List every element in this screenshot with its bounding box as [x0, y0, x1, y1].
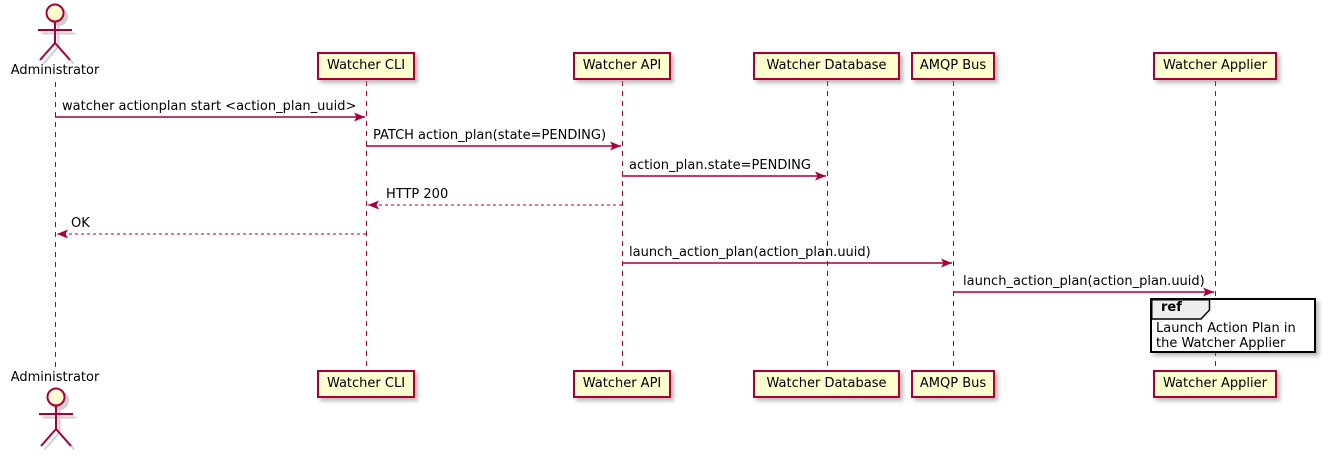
ref-fragment: ref Launch Action Plan in the Watcher Ap… [1150, 298, 1316, 353]
participant-top-watcher-api: Watcher API [573, 52, 671, 80]
participant-top-watcher-applier: Watcher Applier [1153, 52, 1277, 80]
actor-figure-bottom [39, 387, 73, 447]
participant-bottom-watcher-applier: Watcher Applier [1153, 370, 1277, 398]
actor-label-bottom: Administrator [10, 370, 100, 385]
ref-tab-shape [1151, 299, 1211, 320]
message-label-state-pending: action_plan.state=PENDING [629, 158, 811, 173]
message-arrows [55, 112, 1214, 297]
lifelines [55, 81, 1216, 370]
message-label-launch-action-plan-applier: launch_action_plan(action_plan.uuid) [963, 274, 1205, 289]
participant-bottom-watcher-api: Watcher API [573, 370, 671, 398]
ref-text: Launch Action Plan in the Watcher Applie… [1156, 321, 1296, 351]
ref-keyword: ref [1161, 300, 1182, 315]
message-label-ok: OK [71, 216, 90, 231]
participant-top-watcher-database: Watcher Database [753, 52, 900, 80]
participant-bottom-amqp-bus: AMQP Bus [911, 370, 995, 398]
participant-bottom-watcher-cli: Watcher CLI [317, 370, 415, 398]
message-label-http-200: HTTP 200 [386, 187, 449, 202]
message-label-launch-action-plan-amqp: launch_action_plan(action_plan.uuid) [629, 245, 871, 260]
participant-top-watcher-cli: Watcher CLI [317, 52, 415, 80]
message-label-patch-action-plan: PATCH action_plan(state=PENDING) [373, 128, 607, 143]
actor-label-top: Administrator [10, 63, 100, 78]
message-label-start-actionplan: watcher actionplan start <action_plan_uu… [62, 99, 357, 114]
actor-figure-top [38, 3, 72, 61]
participant-bottom-watcher-database: Watcher Database [753, 370, 900, 398]
participant-top-amqp-bus: AMQP Bus [911, 52, 995, 80]
